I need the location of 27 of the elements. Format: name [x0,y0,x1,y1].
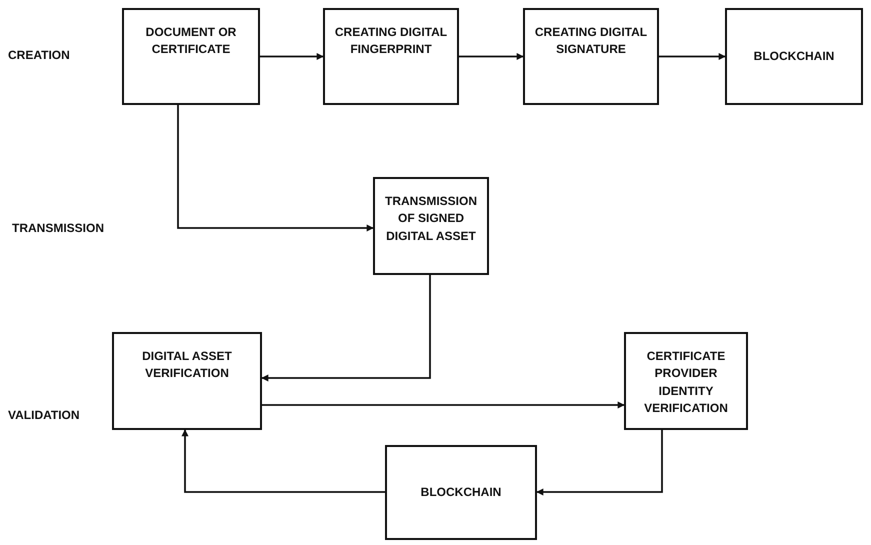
process-box [323,8,459,105]
box-text: DIGITAL ASSET VERIFICATION [141,348,233,382]
process-box [373,177,489,275]
process-box [385,445,537,540]
box-text: BLOCKCHAIN [754,48,834,65]
arrow [182,429,385,493]
arrow [260,53,324,60]
stage-label: CREATION [8,48,70,62]
arrow [262,402,625,408]
stage-label: VALIDATION [8,408,80,422]
process-box [122,8,260,105]
arrow [659,53,726,60]
box-text: CERTIFICATE PROVIDER IDENTITY VERIFICATION [643,348,729,418]
box-text: CREATING DIGITAL SIGNATURE [534,24,648,58]
process-box [523,8,659,105]
arrow [261,275,431,382]
box-text: DOCUMENT OR CERTIFICATE [144,24,238,58]
process-box [725,8,863,105]
process-box [112,332,262,430]
box-text: TRANSMISSION OF SIGNED DIGITAL ASSET [384,193,478,245]
box-text: CREATING DIGITAL FINGERPRINT [334,24,448,58]
process-box [624,332,748,430]
box-text: BLOCKCHAIN [420,484,502,501]
stage-label: TRANSMISSION [12,221,104,235]
arrow [459,53,524,60]
arrow [536,430,663,496]
arrow [177,105,374,232]
